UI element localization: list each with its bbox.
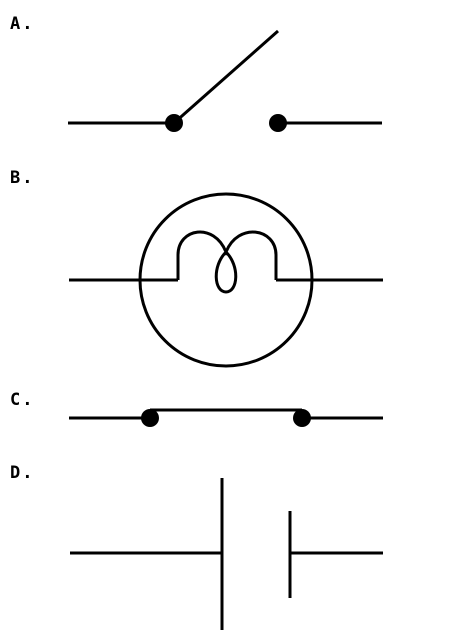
bulb-filament	[176, 230, 278, 294]
closed-right-contact	[293, 409, 311, 427]
option-d-label: D.	[10, 463, 35, 483]
open-switch-symbol	[68, 29, 382, 132]
option-b-label: B.	[10, 168, 35, 188]
closed-switch-symbol	[69, 408, 383, 427]
battery-cell-symbol	[70, 478, 383, 630]
option-a-label: A.	[10, 14, 35, 34]
switch-left-contact	[165, 114, 183, 132]
light-bulb-symbol	[69, 192, 383, 368]
closed-left-contact	[141, 409, 159, 427]
switch-right-contact	[269, 114, 287, 132]
switch-blade	[173, 29, 279, 125]
option-c-label: C.	[10, 390, 35, 410]
